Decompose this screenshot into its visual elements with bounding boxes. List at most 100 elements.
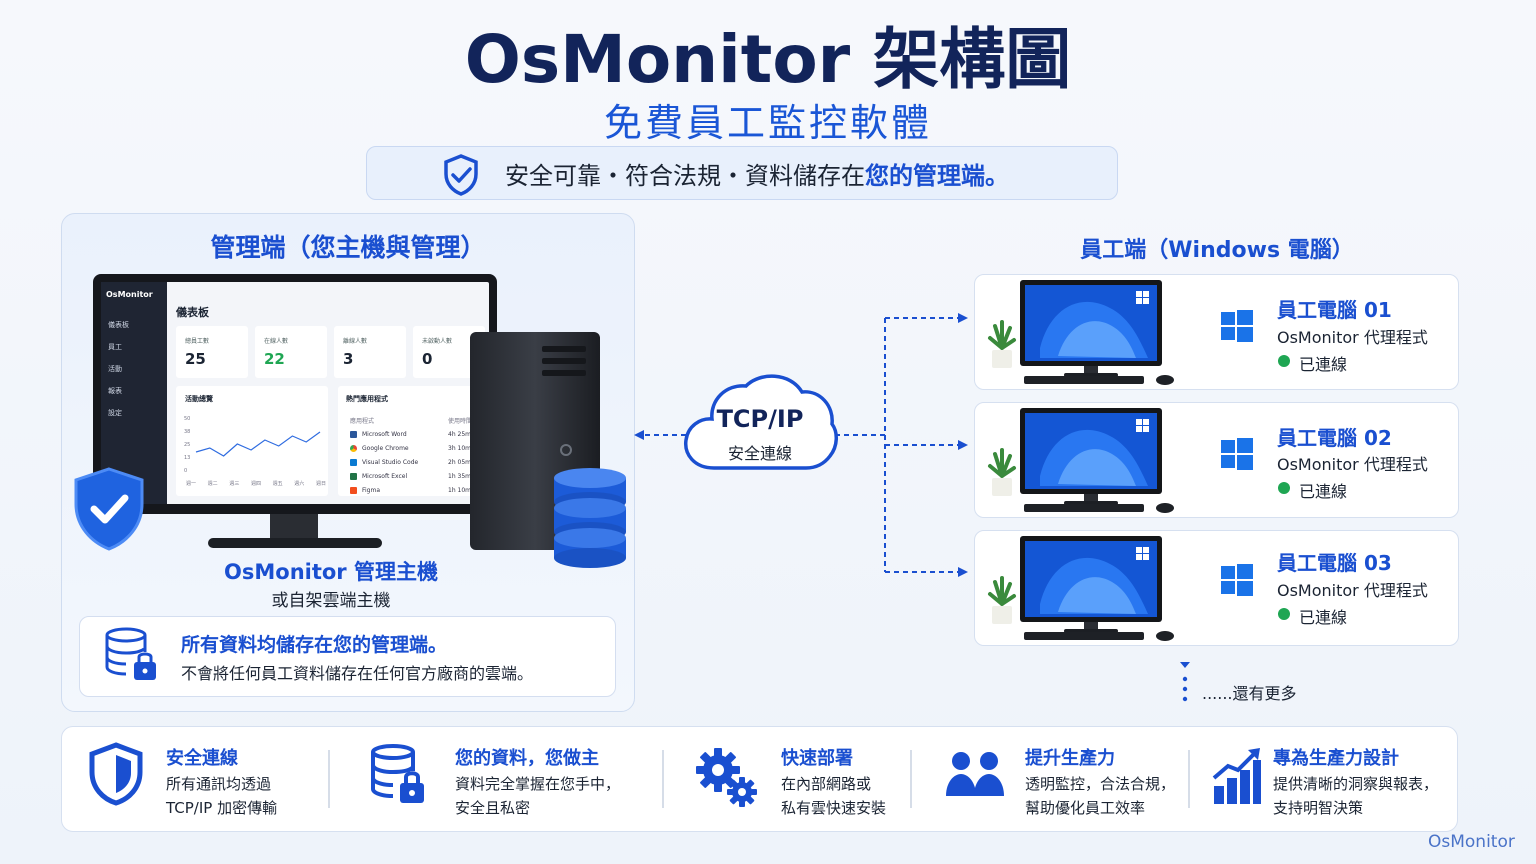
activity-series-line	[195, 431, 321, 457]
employee-name: 員工電腦 02	[1277, 426, 1392, 450]
feature-divider	[910, 750, 912, 808]
database-icon	[554, 468, 626, 568]
employee-pc-illustration	[980, 534, 1180, 642]
page-title: OsMonitor 架構圖	[464, 21, 1072, 98]
employee-agent: OsMonitor 代理程式	[1277, 328, 1428, 347]
app-name: Google Chrome	[362, 445, 409, 452]
more-dots-icon	[1180, 662, 1190, 702]
activity-y-tick: 0	[184, 468, 188, 474]
app-name: Figma	[362, 487, 381, 494]
admin-section-title: 管理端（您主機與管理）	[210, 233, 486, 262]
employee-status: 已連線	[1299, 355, 1348, 374]
sidebar-item-reports: 報表	[108, 387, 122, 395]
sidebar-item-employees: 員工	[108, 343, 122, 351]
stat-value: 25	[185, 350, 206, 368]
storage-note	[79, 616, 616, 697]
host-subtitle: 或自架雲端主機	[271, 591, 391, 611]
arrow-right-icon	[958, 440, 968, 450]
feature-line: 安全且私密	[455, 799, 531, 817]
employee-agent: OsMonitor 代理程式	[1277, 455, 1428, 474]
activity-y-tick: 13	[184, 455, 191, 461]
excel-icon	[350, 473, 357, 480]
activity-x-ticks: 週一 週二 週三 週四 週五 週六 週日	[186, 480, 326, 487]
top-apps-card	[338, 386, 486, 496]
online-status-dot	[1278, 482, 1290, 494]
app-name: Microsoft Excel	[362, 473, 408, 480]
feature-title: 您的資料，您做主	[455, 748, 599, 769]
gears-icon	[696, 748, 757, 807]
app-time: 1h 35m	[448, 473, 472, 480]
feature-title: 專為生產力設計	[1273, 748, 1399, 769]
stat-card-offline	[334, 326, 406, 378]
cloud-subtitle: 安全連線	[727, 444, 792, 463]
app-name: Microsoft Word	[362, 431, 407, 438]
sidebar-item-settings: 設定	[108, 409, 122, 417]
stat-label: 總員工數	[185, 338, 210, 345]
dashboard-logo: OsMonitor	[106, 290, 153, 299]
cloud-icon	[684, 374, 838, 470]
growth-chart-icon	[1212, 748, 1261, 804]
employee-pc-illustration	[980, 406, 1180, 514]
page-subtitle: 免費員工監控軟體	[603, 101, 932, 145]
employee-status: 已連線	[1299, 608, 1348, 627]
activity-x-tick: 週六	[294, 481, 305, 487]
apps-col-app: 應用程式	[350, 418, 375, 425]
tagline-text: 安全可靠・符合法規・資料儲存在	[505, 161, 865, 190]
storage-title: 所有資料均儲存在您的管理端。	[181, 634, 448, 656]
feature-divider	[1188, 750, 1190, 808]
stat-value: 3	[343, 350, 354, 368]
employee-name: 員工電腦 03	[1277, 551, 1392, 575]
users-icon	[946, 752, 1004, 796]
activity-x-tick: 週五	[272, 481, 283, 487]
stat-card-online	[255, 326, 327, 378]
app-time: 4h 25m	[448, 431, 472, 438]
activity-x-tick: 週日	[315, 481, 326, 487]
activity-x-tick: 週一	[186, 481, 197, 487]
activity-title: 活動總覽	[185, 395, 213, 403]
activity-y-tick: 25	[184, 442, 191, 448]
feature-divider	[662, 750, 664, 808]
tagline-banner: 安全可靠・符合法規・資料儲存在您的管理端。	[366, 146, 1118, 200]
stat-label: 未啟動人數	[422, 338, 453, 345]
activity-x-tick: 週二	[207, 481, 218, 487]
stat-card-total	[176, 326, 248, 378]
feature-line: 私有雲快速安裝	[781, 799, 887, 817]
database-lock-icon	[371, 744, 424, 803]
sidebar-item-dashboard: 儀表板	[108, 321, 129, 329]
activity-y-tick: 38	[184, 429, 191, 435]
feature-line: 所有通訊均透過	[166, 775, 272, 793]
activity-y-tick: 50	[184, 416, 191, 422]
arrow-left-icon	[634, 430, 644, 440]
employee-section-title: 員工端（Windows 電腦）	[1080, 238, 1354, 263]
employee-name: 員工電腦 01	[1277, 298, 1392, 322]
feature-title: 提升生產力	[1025, 748, 1115, 769]
feature-line: 資料完全掌握在您手中，	[455, 775, 621, 793]
storage-description: 不會將任何員工資料儲存在任何官方廠商的雲端。	[181, 664, 534, 683]
word-icon	[350, 431, 357, 438]
feature-title: 快速部署	[781, 748, 853, 769]
connection-lines	[634, 313, 968, 577]
security-shield-icon	[74, 467, 144, 551]
windows-logo-icon	[1221, 438, 1253, 470]
tagline-highlight: 您的管理端。	[865, 161, 1009, 190]
dashboard-sidebar	[101, 282, 167, 504]
stat-value: 22	[264, 350, 285, 368]
feature-bar	[61, 726, 1458, 832]
stat-label: 在線人數	[264, 338, 289, 345]
arrow-right-icon	[958, 313, 968, 323]
feature-line: TCP/IP 加密傳輸	[166, 799, 278, 817]
online-status-dot	[1278, 608, 1290, 620]
activity-x-tick: 週三	[229, 481, 240, 487]
feature-line: 透明監控，合法合規，	[1025, 775, 1176, 793]
employee-status: 已連線	[1299, 482, 1348, 501]
figma-icon	[350, 487, 357, 494]
activity-line-chart	[195, 431, 321, 457]
app-time: 3h 10m	[448, 445, 472, 452]
top-apps-title: 熱門應用程式	[346, 395, 388, 403]
feature-line: 提供清晰的洞察與報表，	[1273, 775, 1439, 793]
sidebar-item-activity: 活動	[108, 365, 122, 373]
vscode-icon	[350, 459, 357, 466]
database-lock-icon	[105, 627, 156, 680]
dashboard-title: 儀表板	[176, 306, 209, 319]
shield-check-icon	[444, 154, 478, 196]
